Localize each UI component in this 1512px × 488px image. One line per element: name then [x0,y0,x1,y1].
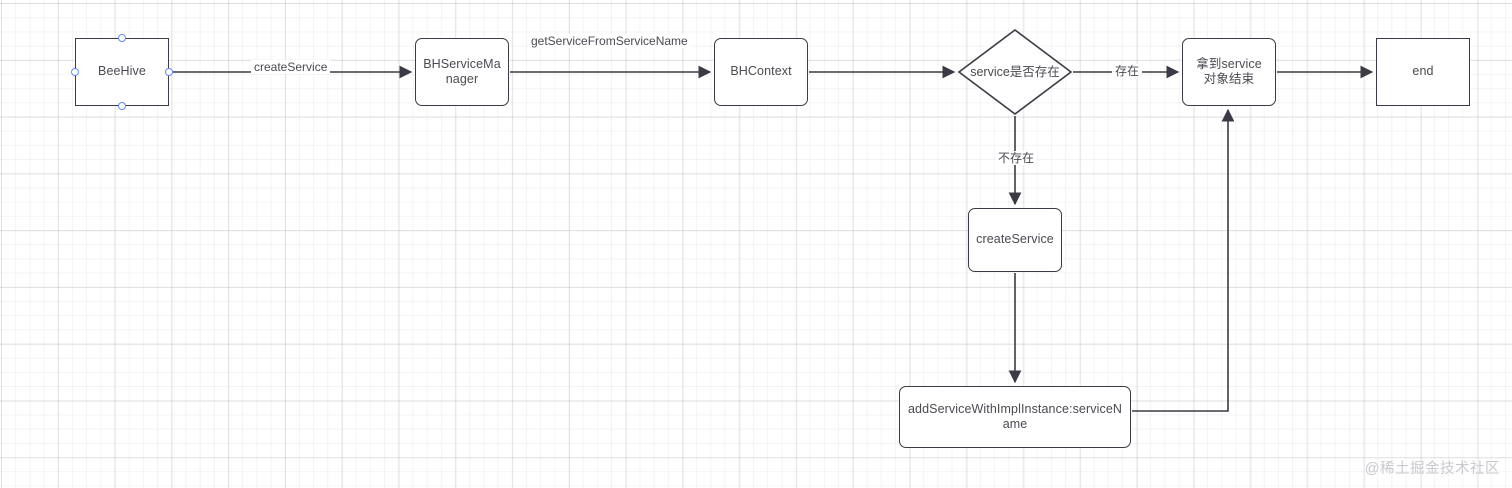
resize-handle-right[interactable] [165,68,173,76]
edge-label-not-exists: 不存在 [995,151,1038,165]
node-createservice[interactable]: createService [968,208,1062,272]
resize-handle-bottom[interactable] [118,102,126,110]
node-bhcontext-label: BHContext [730,64,792,79]
node-add-service-with-impl-instance-label: addServiceWithImplInstance:serviceName [908,401,1122,432]
edge-addservice-got [1132,108,1235,412]
resize-handle-top[interactable] [118,34,126,42]
resize-handle-left[interactable] [71,68,79,76]
node-beehive-label: BeeHive [98,64,146,79]
node-bhservicemanager-label: BHServiceManager [423,56,501,87]
watermark: @稀土掘金技术社区 [1364,461,1500,477]
node-service-exists-label: service是否存在 [970,64,1060,79]
node-beehive[interactable]: BeeHive [75,38,169,106]
node-got-service-object[interactable]: 拿到service对象结束 [1182,38,1276,106]
node-service-exists-decision[interactable]: service是否存在 [958,29,1072,115]
edge-label-exists: 存在 [1112,64,1143,78]
node-end-label: end [1412,64,1434,79]
node-got-service-object-label: 拿到service对象结束 [1196,56,1262,87]
edge-label-get-service-from-service-name: getServiceFromServiceName [528,34,691,48]
edge-label-create-service: createService [251,60,331,74]
node-end[interactable]: end [1376,38,1470,106]
diamond-shape [958,29,1072,115]
node-add-service-with-impl-instance[interactable]: addServiceWithImplInstance:serviceName [899,386,1131,448]
node-createservice-label: createService [976,232,1054,247]
node-bhservicemanager[interactable]: BHServiceManager [415,38,509,106]
node-bhcontext[interactable]: BHContext [714,38,808,106]
